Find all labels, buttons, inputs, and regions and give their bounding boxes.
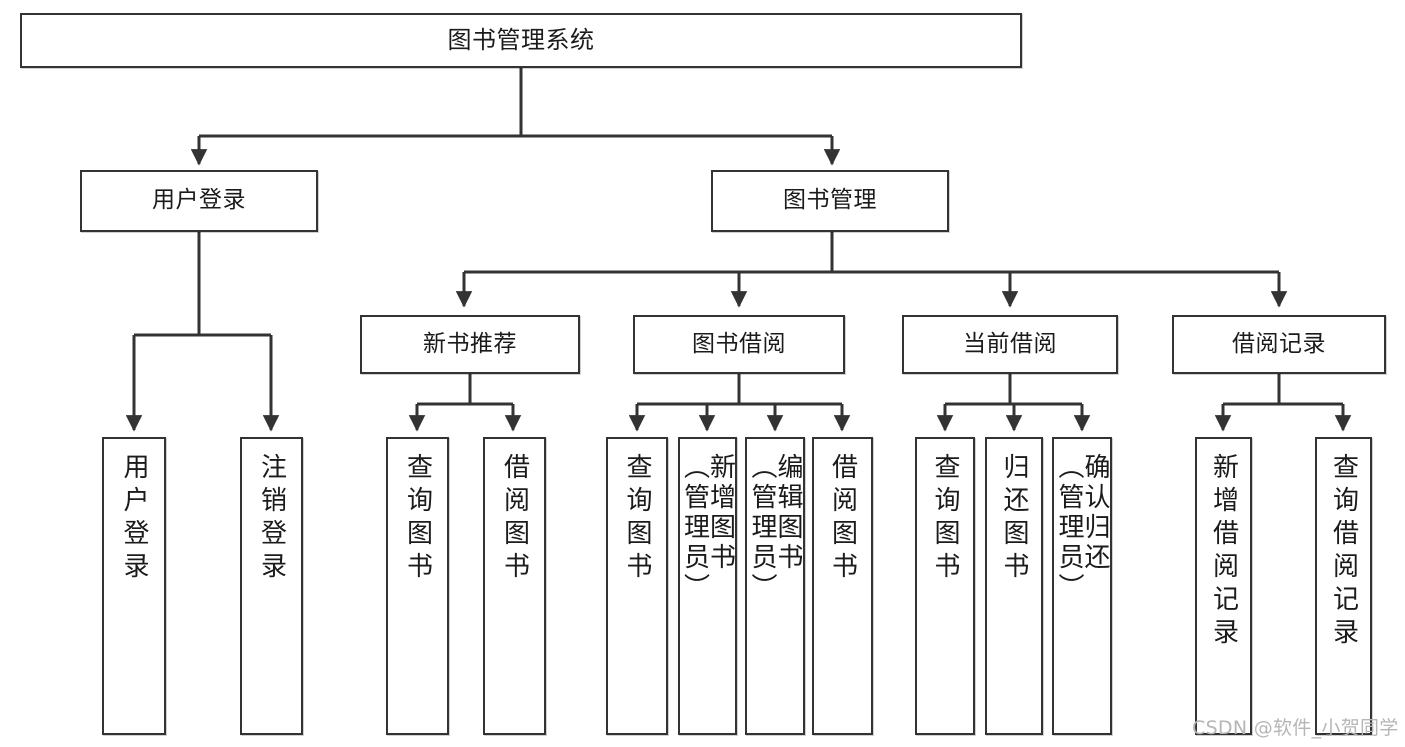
node-leaf-borrow-book-1[interactable]: 借阅图书 <box>483 437 546 735</box>
node-new-book-recommend[interactable]: 新书推荐 <box>360 315 580 374</box>
node-leaf-confirm-return[interactable]: 确认归还 （管理员） <box>1052 437 1112 735</box>
node-leaf-query-book-2-label: 查询图书 <box>622 453 652 585</box>
node-leaf-add-book[interactable]: 新增图书 （管理员） <box>678 437 737 735</box>
node-leaf-user-login[interactable]: 用户登录 <box>102 437 166 735</box>
node-leaf-query-book-1-label: 查询图书 <box>402 453 433 585</box>
node-leaf-user-login-label: 用户登录 <box>119 453 149 585</box>
node-new-book-recommend-label: 新书推荐 <box>423 330 517 357</box>
node-leaf-borrow-book-2[interactable]: 借阅图书 <box>812 437 873 735</box>
node-book-borrow[interactable]: 图书借阅 <box>633 315 845 374</box>
csdn-watermark: CSDN @软件_小贺同学 <box>1192 717 1399 739</box>
node-leaf-confirm-return-label: 确认归还 （管理员） <box>1054 453 1110 603</box>
node-leaf-edit-book-label: 编辑图书 （管理员） <box>747 453 803 603</box>
node-root-system[interactable]: 图书管理系统 <box>20 13 1022 68</box>
node-current-borrow-label: 当前借阅 <box>963 330 1057 357</box>
node-leaf-user-logout[interactable]: 注销登录 <box>240 437 303 735</box>
node-leaf-query-book-2[interactable]: 查询图书 <box>606 437 668 735</box>
node-leaf-query-record[interactable]: 查询借阅记录 <box>1315 437 1372 735</box>
node-leaf-add-book-label: 新增图书 （管理员） <box>679 453 736 603</box>
node-book-borrow-label: 图书借阅 <box>692 330 786 357</box>
node-leaf-query-book-1[interactable]: 查询图书 <box>386 437 449 735</box>
node-leaf-user-logout-label: 注销登录 <box>256 453 287 585</box>
node-leaf-query-record-label: 查询借阅记录 <box>1328 453 1359 651</box>
node-root-system-label: 图书管理系统 <box>447 26 595 55</box>
node-leaf-add-record[interactable]: 新增借阅记录 <box>1195 437 1252 735</box>
node-leaf-return-book-label: 归还图书 <box>999 453 1029 585</box>
node-user-login[interactable]: 用户登录 <box>80 170 318 232</box>
node-borrow-record[interactable]: 借阅记录 <box>1172 315 1386 374</box>
node-leaf-edit-book[interactable]: 编辑图书 （管理员） <box>745 437 805 735</box>
node-leaf-return-book[interactable]: 归还图书 <box>985 437 1043 735</box>
node-book-manage[interactable]: 图书管理 <box>711 170 949 232</box>
node-leaf-add-record-label: 新增借阅记录 <box>1208 453 1239 651</box>
node-leaf-borrow-book-2-label: 借阅图书 <box>827 453 858 585</box>
node-current-borrow[interactable]: 当前借阅 <box>902 315 1118 374</box>
node-borrow-record-label: 借阅记录 <box>1232 330 1326 357</box>
node-user-login-label: 用户登录 <box>152 187 246 214</box>
node-leaf-query-book-3[interactable]: 查询图书 <box>915 437 975 735</box>
node-leaf-borrow-book-1-label: 借阅图书 <box>499 453 530 585</box>
node-leaf-query-book-3-label: 查询图书 <box>930 453 960 585</box>
node-book-manage-label: 图书管理 <box>783 187 877 214</box>
